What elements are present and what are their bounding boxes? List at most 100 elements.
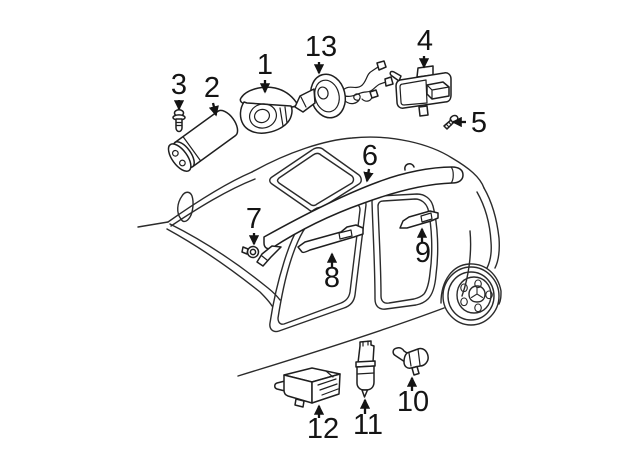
sensor-strip-body <box>399 210 439 229</box>
callout-5-label: 5 <box>471 107 487 139</box>
callout-11-label: 11 <box>353 409 383 441</box>
callout-12-label: 12 <box>307 413 339 445</box>
clockspring-wire-loop <box>343 93 361 105</box>
bracket-hook-arm <box>389 70 402 82</box>
clockspring-wire-2 <box>344 81 387 98</box>
part-impact-sensor-small <box>392 347 429 376</box>
part-mounting-bolt <box>172 109 186 133</box>
callout-6-arrow <box>363 168 374 183</box>
callout-13: 13 <box>305 31 337 75</box>
part-front-door-sensor-strip <box>297 224 364 254</box>
sunroof-inner <box>276 152 355 207</box>
lug-hole-5 <box>474 279 482 289</box>
clockspring-wire-1 <box>342 66 379 91</box>
callout-1: 1 <box>257 49 273 94</box>
callout-9: 9 <box>415 227 431 269</box>
clockspring-connector-b <box>384 76 394 87</box>
airbag-body <box>239 101 293 134</box>
bracket-bottom-peg <box>418 105 429 117</box>
lug-hole-1 <box>485 290 493 300</box>
part-control-module <box>274 367 341 408</box>
clockspring-plug-line <box>300 96 307 108</box>
part-driver-airbag <box>239 86 298 134</box>
sunroof-outer <box>269 147 362 213</box>
bracket-plate <box>395 72 452 109</box>
part-inflator-cylinder <box>167 109 239 172</box>
callouts: 1 2 3 4 5 6 7 8 9 10 11 12 13 <box>171 25 487 445</box>
a-pillar-inner-line <box>170 178 256 227</box>
callout-8: 8 <box>324 252 340 294</box>
part-sensor-bracket <box>389 65 452 117</box>
airbag-face-ring-inner <box>253 108 271 124</box>
cylinder-seam <box>182 136 201 162</box>
callout-9-label: 9 <box>415 237 431 269</box>
curtain-rail-end-cap <box>450 166 454 184</box>
lug-hole-3 <box>460 297 468 307</box>
callout-1-label: 1 <box>257 49 273 81</box>
sensor-body <box>403 347 429 369</box>
tire-outer <box>442 266 500 326</box>
clockspring-connector-c <box>369 89 379 99</box>
rim <box>456 276 492 314</box>
callout-8-label: 8 <box>324 262 340 294</box>
sensor-strip-detail <box>338 229 353 240</box>
bracket-plate-inner <box>399 79 428 106</box>
sensor-tip <box>361 389 369 398</box>
callout-5: 5 <box>451 107 487 139</box>
side-mirror <box>177 191 194 223</box>
sensor-facet <box>408 348 421 367</box>
callout-12: 12 <box>307 404 339 445</box>
cap-stud-top <box>171 149 179 157</box>
cap-stud-bottom <box>179 159 186 167</box>
callout-2: 2 <box>204 72 220 117</box>
module-left-tab <box>274 380 286 392</box>
callout-2-label: 2 <box>204 72 220 104</box>
sensor-body <box>356 365 375 391</box>
curtain-rail-body <box>263 166 464 250</box>
callout-4-label: 4 <box>417 25 433 57</box>
hub <box>468 285 486 303</box>
curtain-rail-tail <box>256 245 282 267</box>
callout-10-label: 10 <box>397 386 429 418</box>
sensor-strip-body <box>297 224 364 254</box>
rear-wheel <box>442 266 500 326</box>
callout-7-label: 7 <box>246 203 262 235</box>
callout-4: 4 <box>417 25 433 69</box>
part-clock-spring <box>294 60 394 119</box>
roof-line <box>251 136 485 189</box>
sensor-strip-detail <box>420 212 433 223</box>
callout-3-label: 3 <box>171 69 187 101</box>
lug-hole-4 <box>460 283 468 293</box>
callout-10: 10 <box>397 376 429 418</box>
hood-edge-line <box>137 221 169 228</box>
part-rear-door-sensor-strip <box>399 210 439 229</box>
mercedes-star-icon <box>470 286 484 299</box>
curtain-rail-clip-bump <box>404 163 415 171</box>
tire-inner <box>447 271 495 321</box>
module-top-crease <box>325 370 334 378</box>
lug-hole-2 <box>474 303 482 313</box>
airbag-fold-lines <box>279 106 288 127</box>
rear-door-aperture-outer <box>371 193 439 310</box>
sensor-body-seam <box>356 372 375 375</box>
clockspring-hub <box>317 86 329 100</box>
clockspring-connector-a <box>376 60 387 71</box>
screw-threads <box>445 121 453 128</box>
cowl-line-outer <box>169 223 281 301</box>
callout-3: 3 <box>171 69 187 111</box>
bracket-sensor-box-edge <box>426 84 450 100</box>
module-foot-tab <box>294 398 305 408</box>
clockspring-plug <box>294 88 316 113</box>
cowl-line-inner <box>166 228 273 307</box>
callout-13-label: 13 <box>305 31 337 63</box>
part-curtain-airbag <box>256 163 464 267</box>
rear-quarter-outer-line <box>483 187 500 269</box>
part-impact-sensor-vertical <box>355 340 376 398</box>
bracket-sensor-box <box>426 81 450 100</box>
callout-6: 6 <box>362 140 378 183</box>
bolt-threads <box>175 121 183 127</box>
rear-quarter-inner-line <box>476 191 492 269</box>
sensor-connector-notch <box>362 340 369 347</box>
